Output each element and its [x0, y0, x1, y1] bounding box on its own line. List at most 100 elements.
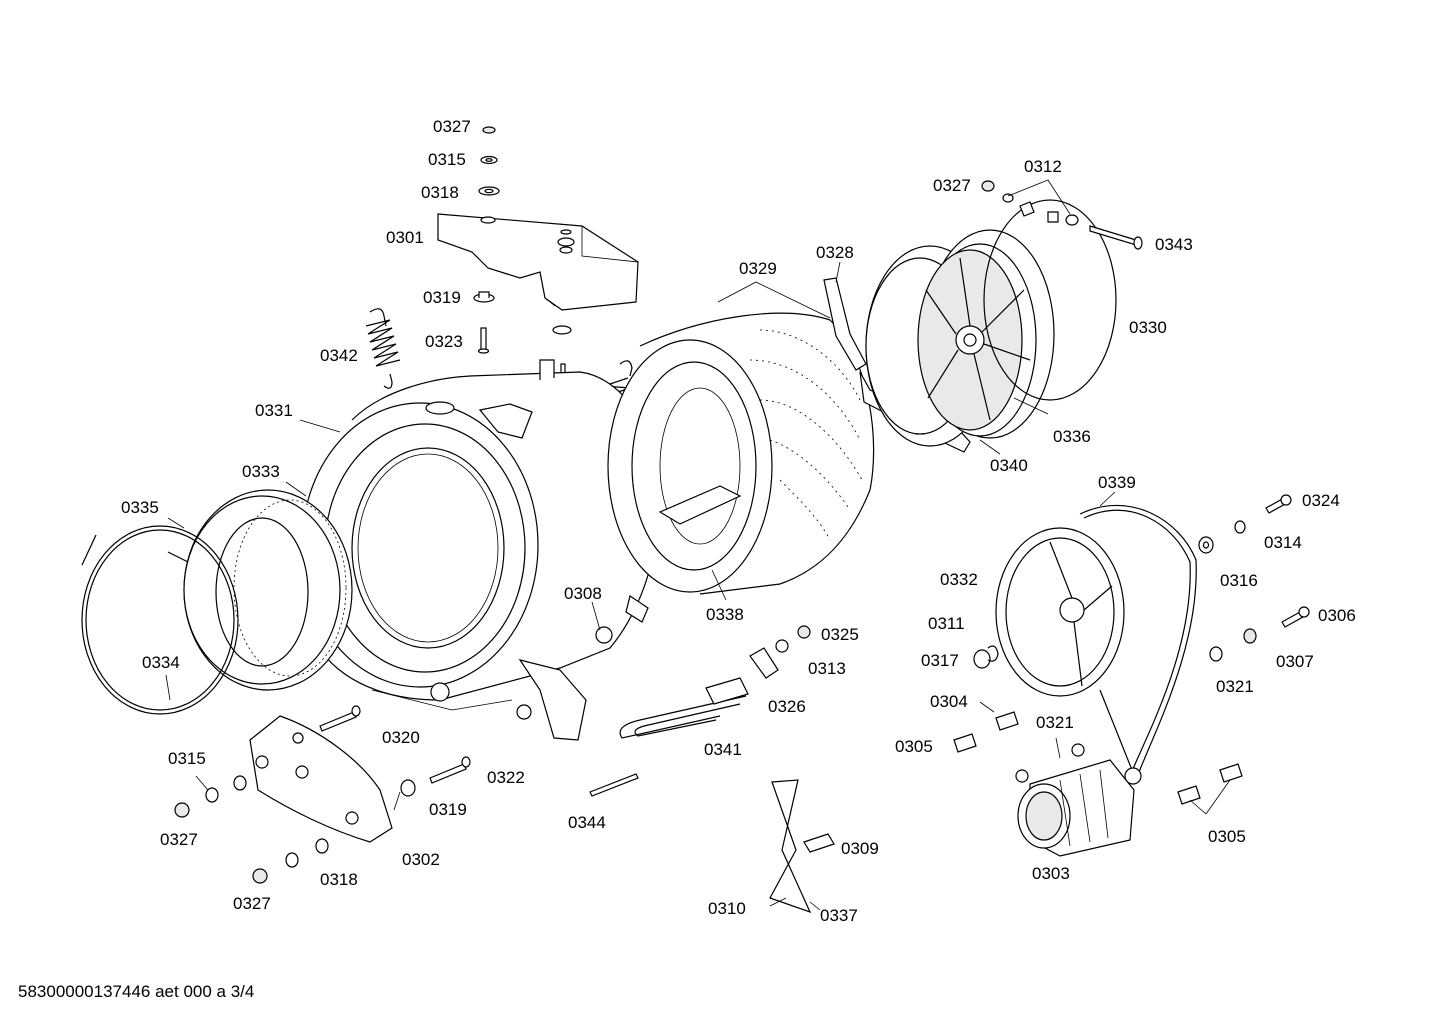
- label-0319-top: 0319: [423, 288, 461, 307]
- label-0315-bottom: 0315: [168, 749, 206, 768]
- tub-0331: [301, 359, 660, 741]
- label-0343: 0343: [1155, 235, 1193, 254]
- label-0327-bottom: 0327: [233, 894, 271, 913]
- label-0301: 0301: [386, 228, 424, 247]
- label-0318-top: 0318: [421, 183, 459, 202]
- label-0314: 0314: [1264, 533, 1302, 552]
- bushing-0319-top: [473, 291, 572, 335]
- ring-0317: [973, 649, 991, 669]
- label-0333: 0333: [242, 462, 280, 481]
- heater-0341: [619, 677, 749, 739]
- washer-0316: [1198, 536, 1214, 554]
- washer-0318-bottom: [285, 838, 329, 868]
- drive-belt-0339: [1079, 504, 1197, 782]
- label-0321-motor: 0321: [1036, 713, 1074, 732]
- label-0323: 0323: [425, 332, 463, 351]
- label-0309: 0309: [841, 839, 879, 858]
- leader-lines: [165, 179, 1231, 911]
- rear-cover-0336: [917, 229, 1055, 439]
- label-0307: 0307: [1276, 652, 1314, 671]
- label-0303: 0303: [1032, 864, 1070, 883]
- label-0324: 0324: [1302, 491, 1340, 510]
- label-0329: 0329: [739, 259, 777, 278]
- bolt-0343: [1089, 225, 1143, 250]
- label-0341: 0341: [704, 740, 742, 759]
- bracket-0326: [749, 647, 779, 679]
- label-0304: 0304: [930, 692, 968, 711]
- label-0331: 0331: [255, 401, 293, 420]
- clip-0311: [987, 645, 999, 662]
- label-0327-top: 0327: [433, 117, 471, 136]
- label-0339: 0339: [1098, 473, 1136, 492]
- counterweight-0302: [249, 715, 393, 843]
- washer-0315-top: [480, 155, 498, 165]
- label-0318-bottom: 0318: [320, 870, 358, 889]
- bushing-0319-bottom: [400, 779, 416, 797]
- label-0340: 0340: [990, 456, 1028, 475]
- label-0328: 0328: [816, 243, 854, 262]
- label-0327-bottom-left: 0327: [160, 830, 198, 849]
- label-0305-left: 0305: [895, 737, 933, 756]
- holder-0309: [803, 833, 835, 853]
- washer-0315-bottom: [205, 775, 247, 803]
- nut-0327-bottom-left: [174, 802, 190, 818]
- label-0326: 0326: [768, 697, 806, 716]
- clip-0310-0337: [769, 779, 812, 914]
- bolt-0306: [1281, 606, 1310, 628]
- bushing-0304: [995, 711, 1019, 731]
- label-0311: 0311: [928, 614, 965, 633]
- part-labels: 0327 0315 0318 0301 0319 0323 0342 0331 …: [121, 117, 1356, 925]
- label-0322: 0322: [487, 768, 525, 787]
- label-0302: 0302: [402, 850, 440, 869]
- label-0308: 0308: [564, 584, 602, 603]
- label-0338: 0338: [706, 605, 744, 624]
- washer-0314: [1234, 520, 1246, 534]
- label-0325: 0325: [821, 625, 859, 644]
- label-0335: 0335: [121, 498, 159, 517]
- nut-0327-bottom: [252, 868, 268, 884]
- label-0313: 0313: [808, 659, 846, 678]
- spring-0342-left: [365, 308, 401, 389]
- washer-0321-right: [1209, 646, 1223, 662]
- bolt-0324: [1265, 494, 1292, 514]
- label-0306: 0306: [1318, 606, 1356, 625]
- label-0336: 0336: [1053, 427, 1091, 446]
- label-0312: 0312: [1024, 157, 1062, 176]
- label-0332: 0332: [940, 570, 978, 589]
- nut-0327-right: [981, 180, 995, 192]
- document-footer: 58300000137446 aet 000 a 3/4: [18, 982, 255, 1001]
- clamp-band-0330: [983, 199, 1117, 401]
- label-0342: 0342: [320, 346, 358, 365]
- sensor-0344: [589, 773, 639, 797]
- clamp-ring-0334: [81, 525, 239, 715]
- label-0334: 0334: [142, 653, 180, 672]
- counterweight-0301: [437, 213, 639, 311]
- label-0330: 0330: [1129, 318, 1167, 337]
- pulley-0332: [995, 527, 1125, 697]
- label-0321-right: 0321: [1216, 677, 1254, 696]
- bushing-0305-left: [953, 733, 977, 753]
- label-0305-right: 0305: [1208, 827, 1246, 846]
- bolt-0320: [319, 705, 361, 732]
- drum-0338: [607, 312, 875, 595]
- label-0310: 0310: [708, 899, 746, 918]
- label-0320: 0320: [382, 728, 420, 747]
- door-gasket-0333: [183, 489, 353, 691]
- label-0344: 0344: [568, 813, 606, 832]
- label-0316: 0316: [1220, 571, 1258, 590]
- nut-0327-top: [482, 126, 496, 134]
- label-0317: 0317: [921, 651, 959, 670]
- bushing-0305-right: [1177, 763, 1243, 805]
- label-0327-right: 0327: [933, 176, 971, 195]
- label-0337: 0337: [820, 906, 858, 925]
- motor-0303: [1015, 743, 1142, 857]
- nut-0307: [1243, 628, 1257, 644]
- bolt-0322: [429, 756, 471, 784]
- nut-0325: [797, 625, 811, 639]
- label-0319-bottom: 0319: [429, 800, 467, 819]
- washer-0312: [1002, 193, 1079, 226]
- washer-0318-top: [478, 186, 500, 196]
- washer-0313: [775, 639, 789, 653]
- label-0315-top: 0315: [428, 150, 466, 169]
